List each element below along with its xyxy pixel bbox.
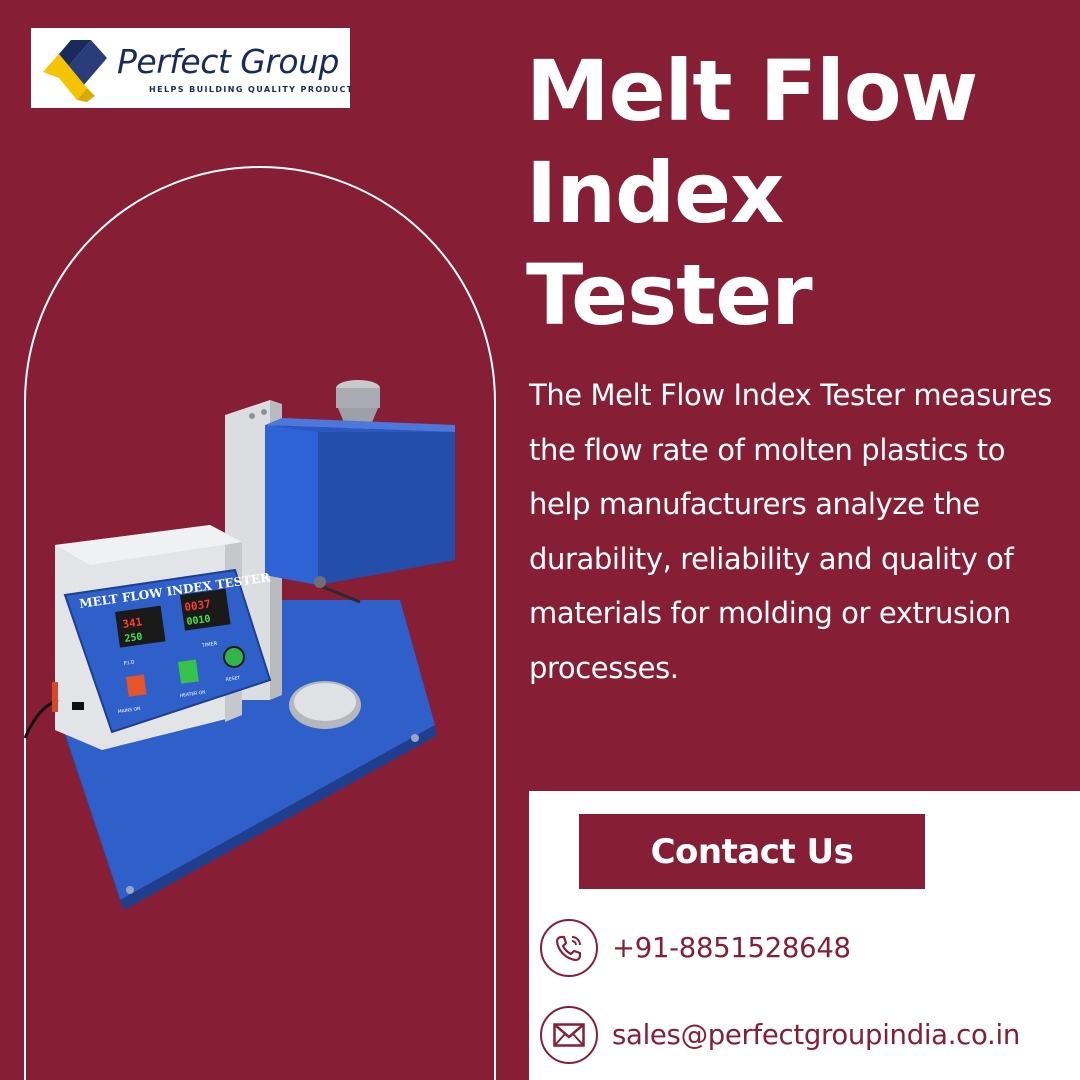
timer-display-top: 0037 [184, 597, 212, 614]
brand-logo: Perfect Group HELPS BUILDING QUALITY PRO… [31, 28, 352, 108]
brand-name: Perfect Group [117, 42, 339, 81]
heater-label: HEATER ON [179, 689, 206, 699]
perfect-group-logo-icon [43, 40, 107, 102]
reset-label: RESET [225, 675, 240, 683]
decorative-arch [24, 166, 496, 1080]
email-address: sales@perfectgroupindia.co.in [612, 1019, 1020, 1051]
title-line-1: Melt Flow [526, 42, 978, 140]
contact-us-button[interactable]: Contact Us [579, 814, 925, 889]
title-line-3: Tester [526, 246, 813, 344]
contact-panel: Contact Us +91-8851528648 sales@perfectg… [529, 791, 1080, 1080]
product-description: The Melt Flow Index Tester measures the … [529, 378, 1052, 685]
pid-display-top: 341 [122, 615, 144, 631]
mains-label: MAINS ON [117, 706, 140, 715]
melt-flow-index-tester-image: MELT FLOW INDEX TESTER 341 250 P.I.D 003… [23, 380, 455, 910]
phone-icon [540, 919, 598, 977]
pid-display-bottom: 250 [124, 632, 143, 645]
email-contact[interactable]: sales@perfectgroupindia.co.in [540, 1005, 1020, 1065]
brand-tagline: HELPS BUILDING QUALITY PRODUCT [149, 85, 354, 94]
title-line-2: Index [526, 144, 784, 242]
page-title: Melt Flow Index Tester [526, 40, 1066, 346]
mail-icon [540, 1006, 598, 1064]
timer-display-bottom: 0010 [186, 614, 211, 628]
phone-contact[interactable]: +91-8851528648 [540, 918, 851, 978]
timer-label: TIMER [200, 641, 218, 649]
phone-number: +91-8851528648 [612, 932, 851, 964]
pid-label: P.I.D [123, 660, 135, 667]
